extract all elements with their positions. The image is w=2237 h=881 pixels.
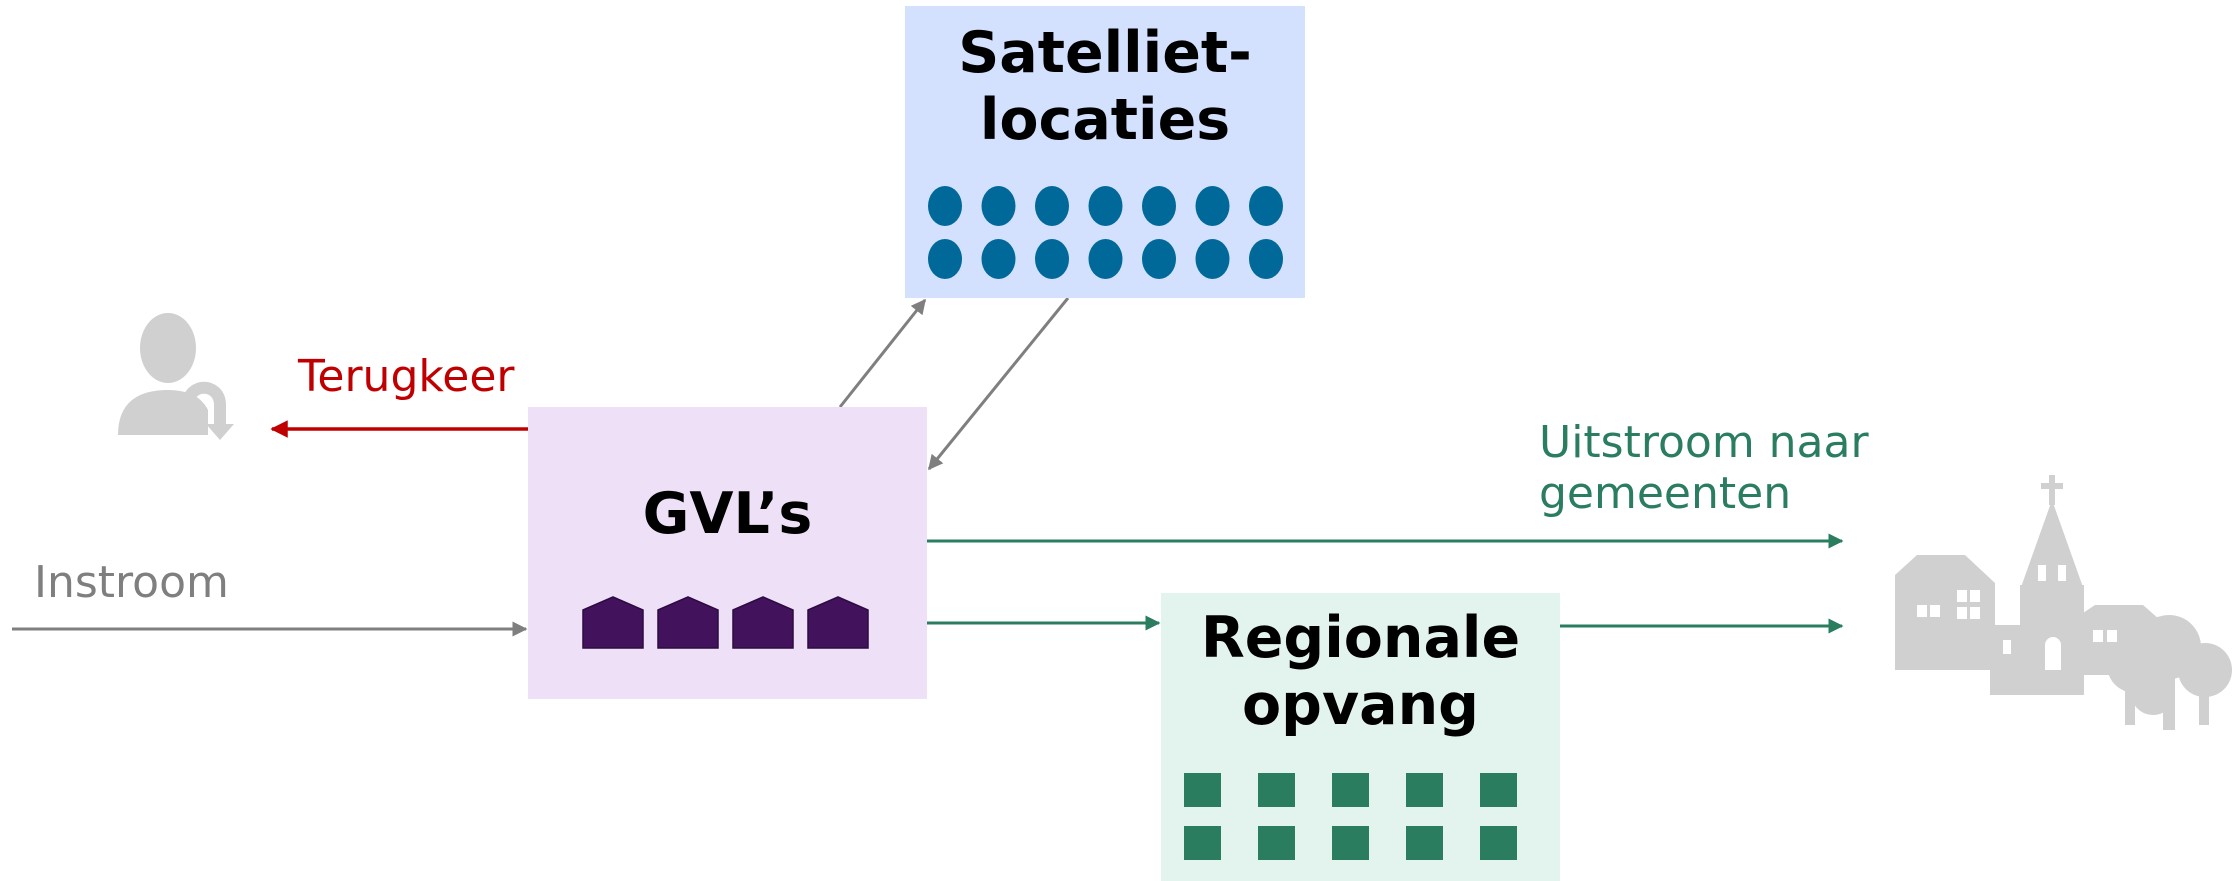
gvl-house-marker [657, 596, 719, 649]
satelliet-location-marker [928, 186, 962, 226]
instroom-label: Instroom [34, 557, 229, 608]
satelliet-location-marker [981, 186, 1016, 226]
gvl-marks [582, 596, 869, 649]
uitstroom-label: Uitstroom naar gemeenten [1539, 417, 1869, 520]
satelliet-location-marker [928, 239, 962, 279]
regionale-opvang-title: Regionale opvang [1200, 605, 1521, 738]
regionale-opvang-marker [1332, 773, 1369, 807]
satelliet-locaties-box: Satelliet- locaties [905, 6, 1305, 298]
regionale-opvang-box: Regionale opvang [1161, 593, 1560, 881]
satelliet-locaties-title: Satelliet- locaties [958, 20, 1252, 153]
gvl-house-marker [732, 596, 794, 649]
terugkeer-label: Terugkeer [298, 351, 515, 402]
regionale-opvang-marker [1406, 826, 1443, 860]
gvl-house-marker [807, 596, 869, 649]
regionale-opvang-marker [1184, 773, 1221, 807]
satelliet-location-marker [1035, 239, 1069, 279]
regionale-opvang-marker [1480, 826, 1517, 860]
regionale-opvang-marker [1258, 773, 1295, 807]
satelliet-location-marker [1088, 186, 1123, 226]
gvl-title: GVL’s [642, 481, 813, 547]
satelliet-location-marker [1035, 186, 1069, 226]
regionale-opvang-marker [1184, 826, 1221, 860]
satelliet-marks [928, 186, 1283, 279]
regionale-opvang-marker [1332, 826, 1369, 860]
village-icon [1895, 475, 2232, 730]
satelliet-location-marker [1142, 239, 1176, 279]
person-return-icon [118, 313, 234, 440]
gvl-box: GVL’s [528, 407, 927, 699]
gvl-house-marker [582, 596, 644, 649]
satelliet-location-marker [1088, 239, 1123, 279]
arrow-satelliet-to-gvl [927, 297, 1070, 471]
regionale-marks [1184, 773, 1517, 860]
satelliet-location-marker [981, 239, 1016, 279]
satelliet-location-marker [1249, 186, 1283, 226]
satelliet-location-marker [1249, 239, 1283, 279]
satelliet-location-marker [1195, 186, 1230, 226]
arrow-gvl-to-satelliet [838, 298, 927, 408]
regionale-opvang-marker [1480, 773, 1517, 807]
satelliet-location-marker [1142, 186, 1176, 226]
regionale-opvang-marker [1406, 773, 1443, 807]
satelliet-location-marker [1195, 239, 1230, 279]
regionale-opvang-marker [1258, 826, 1295, 860]
